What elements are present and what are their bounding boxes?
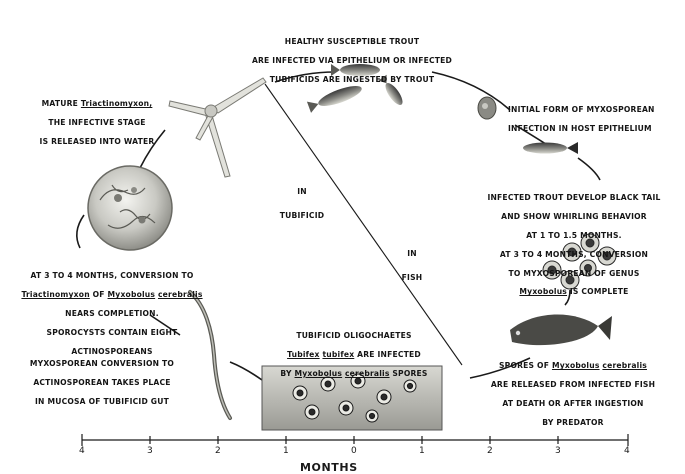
axis-title: MONTHS (300, 461, 358, 474)
initial-form-label: INITIAL FORM OF MYXOSPOREAN INFECTION IN… (508, 96, 678, 143)
healthy-trout-label: HEALTHY SUSCEPTIBLE TROUT ARE INFECTED V… (232, 28, 472, 94)
axis-tick-label: 4 (624, 446, 630, 456)
spores-released-label: SPORES OF Myxobolus cerebralis ARE RELEA… (468, 352, 678, 437)
infected-trout-icon (523, 142, 578, 154)
arc-fish-to-text (578, 158, 600, 180)
axis-tick-label: 1 (283, 446, 289, 456)
axis-tick-label: 1 (419, 446, 425, 456)
axis-tick-label: 4 (79, 446, 85, 456)
arc-left-return (77, 215, 84, 248)
axis-tick-label: 2 (215, 446, 221, 456)
in-fish-label: IN FISH (392, 240, 432, 292)
infected-trout-label: INFECTED TROUT DEVELOP BLACK TAIL AND SH… (474, 184, 674, 306)
sporocyst-cyst-icon (88, 166, 172, 250)
infected-fish-icon (510, 314, 612, 345)
axis-tick-label: 0 (351, 446, 357, 456)
axis-tick-label: 2 (487, 446, 493, 456)
axis-tick-label: 3 (147, 446, 153, 456)
in-tubificid-label: IN TUBIFICID (272, 178, 332, 230)
myxosporean-conversion-label: MYXOSPOREAN CONVERSION TO ACTINOSPOREAN … (22, 350, 182, 416)
axis-tick-label: 3 (555, 446, 561, 456)
tubificid-oligochaetes-label: TUBIFICID OLIGOCHAETES Tubifex tubifex A… (266, 322, 442, 388)
arc-box-to-worm (230, 362, 262, 380)
mature-triactinomyxon-label: MATURE Triactinomyxon, THE INFECTIVE STA… (22, 90, 172, 156)
